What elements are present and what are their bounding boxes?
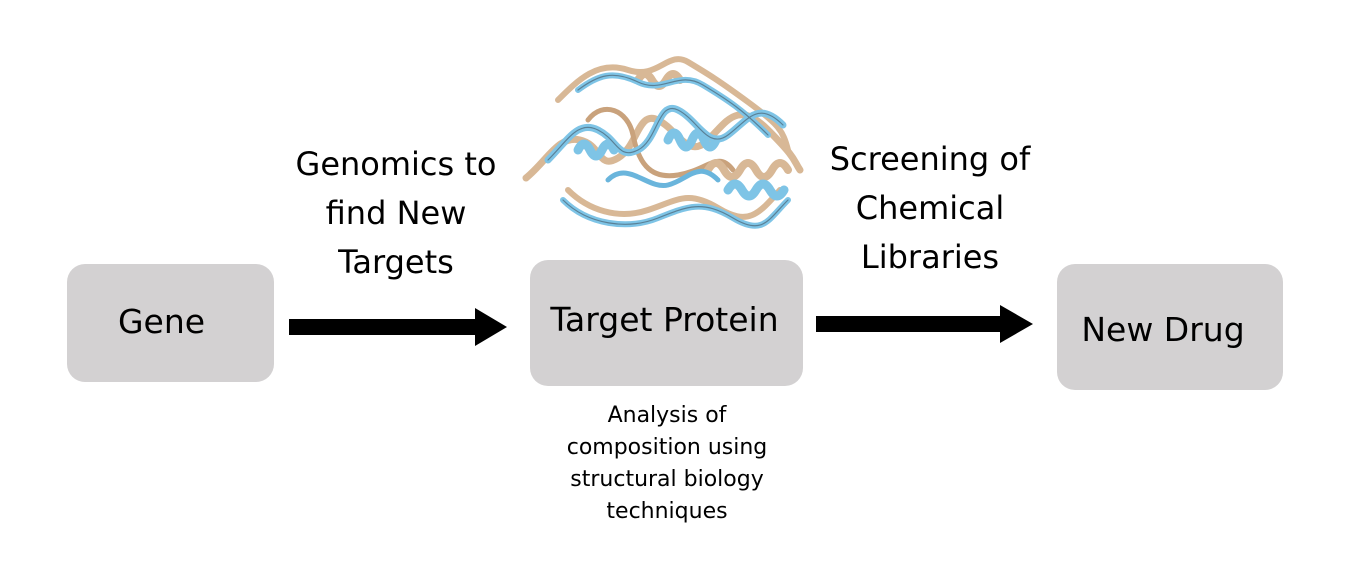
screening-label-line-1: Screening of xyxy=(829,140,1031,178)
note-line-3: structural biology xyxy=(570,467,764,492)
genomics-label-line-1: Genomics to xyxy=(295,145,497,183)
new-drug-node: New Drug xyxy=(1057,264,1283,390)
target-protein-node: Target Protein xyxy=(530,260,803,386)
note-line-1: Analysis of xyxy=(607,403,727,428)
analysis-note: Analysis of composition using structural… xyxy=(540,400,794,528)
protein-structure-icon xyxy=(522,56,804,229)
new-drug-node-label: New Drug xyxy=(1081,309,1245,349)
gene-node-label: Gene xyxy=(117,301,206,341)
note-line-4: techniques xyxy=(606,499,728,524)
screening-label-line-2: Chemical xyxy=(855,189,1005,227)
genomics-label-line-2: find New xyxy=(325,194,467,232)
screening-label-line-3: Libraries xyxy=(860,238,1000,276)
arrow-gene-to-target xyxy=(289,308,507,346)
genomics-label-line-3: Targets xyxy=(338,243,454,281)
arrow-target-to-drug xyxy=(816,305,1033,343)
note-line-2: composition using xyxy=(566,435,768,460)
screening-edge-label: Screening of Chemical Libraries xyxy=(812,135,1048,282)
target-protein-node-label: Target Protein xyxy=(550,299,779,339)
gene-node: Gene xyxy=(67,264,274,382)
genomics-edge-label: Genomics to find New Targets xyxy=(280,140,512,287)
